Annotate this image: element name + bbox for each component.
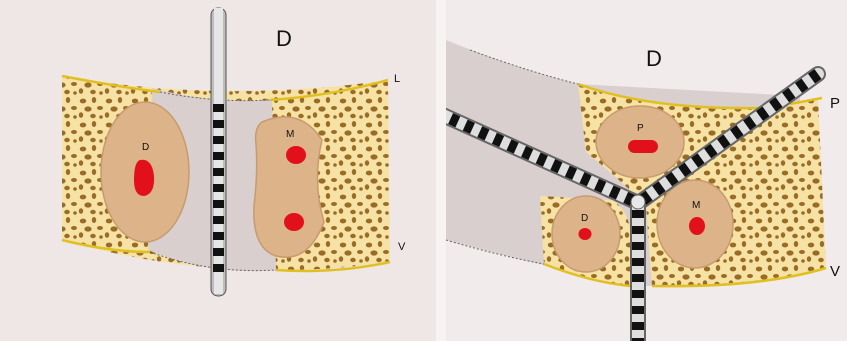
left-top-label: D [276, 26, 292, 51]
right-edge-bottom-label: V [830, 263, 840, 280]
needle-band [213, 232, 224, 240]
right-top-label: D [646, 46, 662, 71]
left-panel: D L V D M [0, 0, 436, 341]
needle-band [213, 216, 224, 224]
right-edge-top-label: P [830, 95, 840, 112]
right-compartment-m-label: M [692, 200, 700, 211]
needle-band [213, 168, 224, 176]
needle-band [213, 184, 224, 192]
left-edge-bottom-label: V [398, 241, 406, 253]
left-compartment-m-label: M [286, 129, 294, 140]
right-vessel-p [628, 140, 658, 153]
needle-band [213, 136, 224, 144]
left-vessel-m-top [286, 146, 306, 164]
page-gutter [436, 0, 446, 341]
needle-band [213, 200, 224, 208]
needle-band [213, 120, 224, 128]
right-panel: D P V P D M [436, 0, 847, 341]
needle-band [213, 264, 224, 272]
right-compartment-d-label: D [581, 213, 588, 224]
needle-band [213, 152, 224, 160]
right-needle-bottom [631, 195, 645, 341]
right-compartment-p-label: P [637, 123, 644, 134]
right-vessel-d [579, 228, 592, 240]
left-compartment-d-label: D [142, 142, 149, 153]
needle-band [213, 104, 224, 112]
needle-band [213, 248, 224, 256]
left-edge-top-label: L [394, 73, 400, 85]
left-vessel-m-bottom [284, 213, 304, 231]
left-vertical-needle [211, 8, 226, 296]
right-vessel-m [689, 217, 705, 235]
